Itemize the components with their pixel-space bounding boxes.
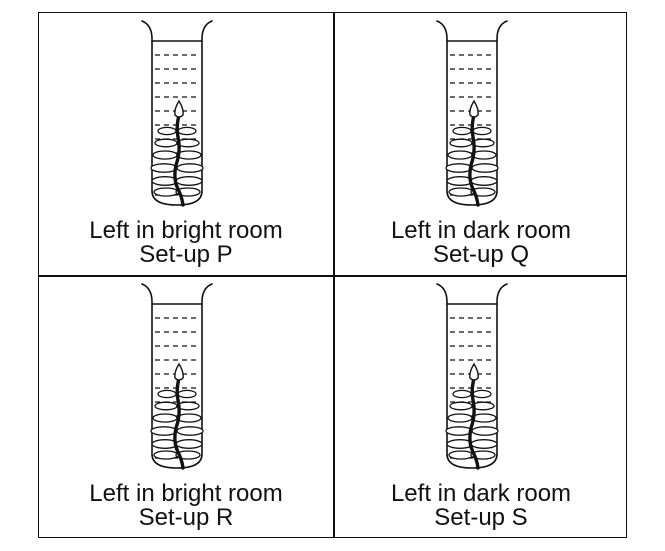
setup-grid: Left in bright room Set-up P Left in dar… <box>38 12 627 538</box>
plant-bud <box>469 99 479 118</box>
tube-outline <box>436 20 508 206</box>
plant-bud <box>469 362 479 381</box>
plant-stem <box>173 376 185 470</box>
tube-outline <box>141 20 213 206</box>
condition-label: Left in bright room <box>89 217 283 244</box>
plant-stem <box>468 376 480 470</box>
plant-leaves <box>445 126 499 197</box>
tube-outline <box>141 283 213 469</box>
plant-stem <box>173 113 185 207</box>
setup-label: Set-up S <box>434 504 528 531</box>
cell-setup-p: Left in bright room Set-up P <box>39 13 333 275</box>
cell-setup-s: Left in dark room Set-up S <box>334 276 628 538</box>
setup-label: Set-up R <box>138 504 234 531</box>
setup-label: Set-up Q <box>432 241 530 268</box>
test-tube-with-plant-icon <box>436 283 508 470</box>
condition-label: Left in dark room <box>390 217 572 244</box>
condition-label: Left in dark room <box>390 480 572 507</box>
test-tube-with-plant-icon <box>141 283 213 470</box>
cell-setup-r: Left in bright room Set-up R <box>39 276 333 538</box>
grid-divider-horizontal <box>39 275 626 277</box>
setup-label: Set-up P <box>139 241 233 268</box>
test-tube-with-plant-icon <box>436 20 508 207</box>
tube-outline <box>436 283 508 469</box>
plant-bud <box>174 362 184 381</box>
plant-stem <box>468 113 480 207</box>
test-tube-with-plant-icon <box>141 20 213 207</box>
condition-label: Left in bright room <box>89 480 283 507</box>
plant-bud <box>174 99 184 118</box>
cell-setup-q: Left in dark room Set-up Q <box>334 13 628 275</box>
